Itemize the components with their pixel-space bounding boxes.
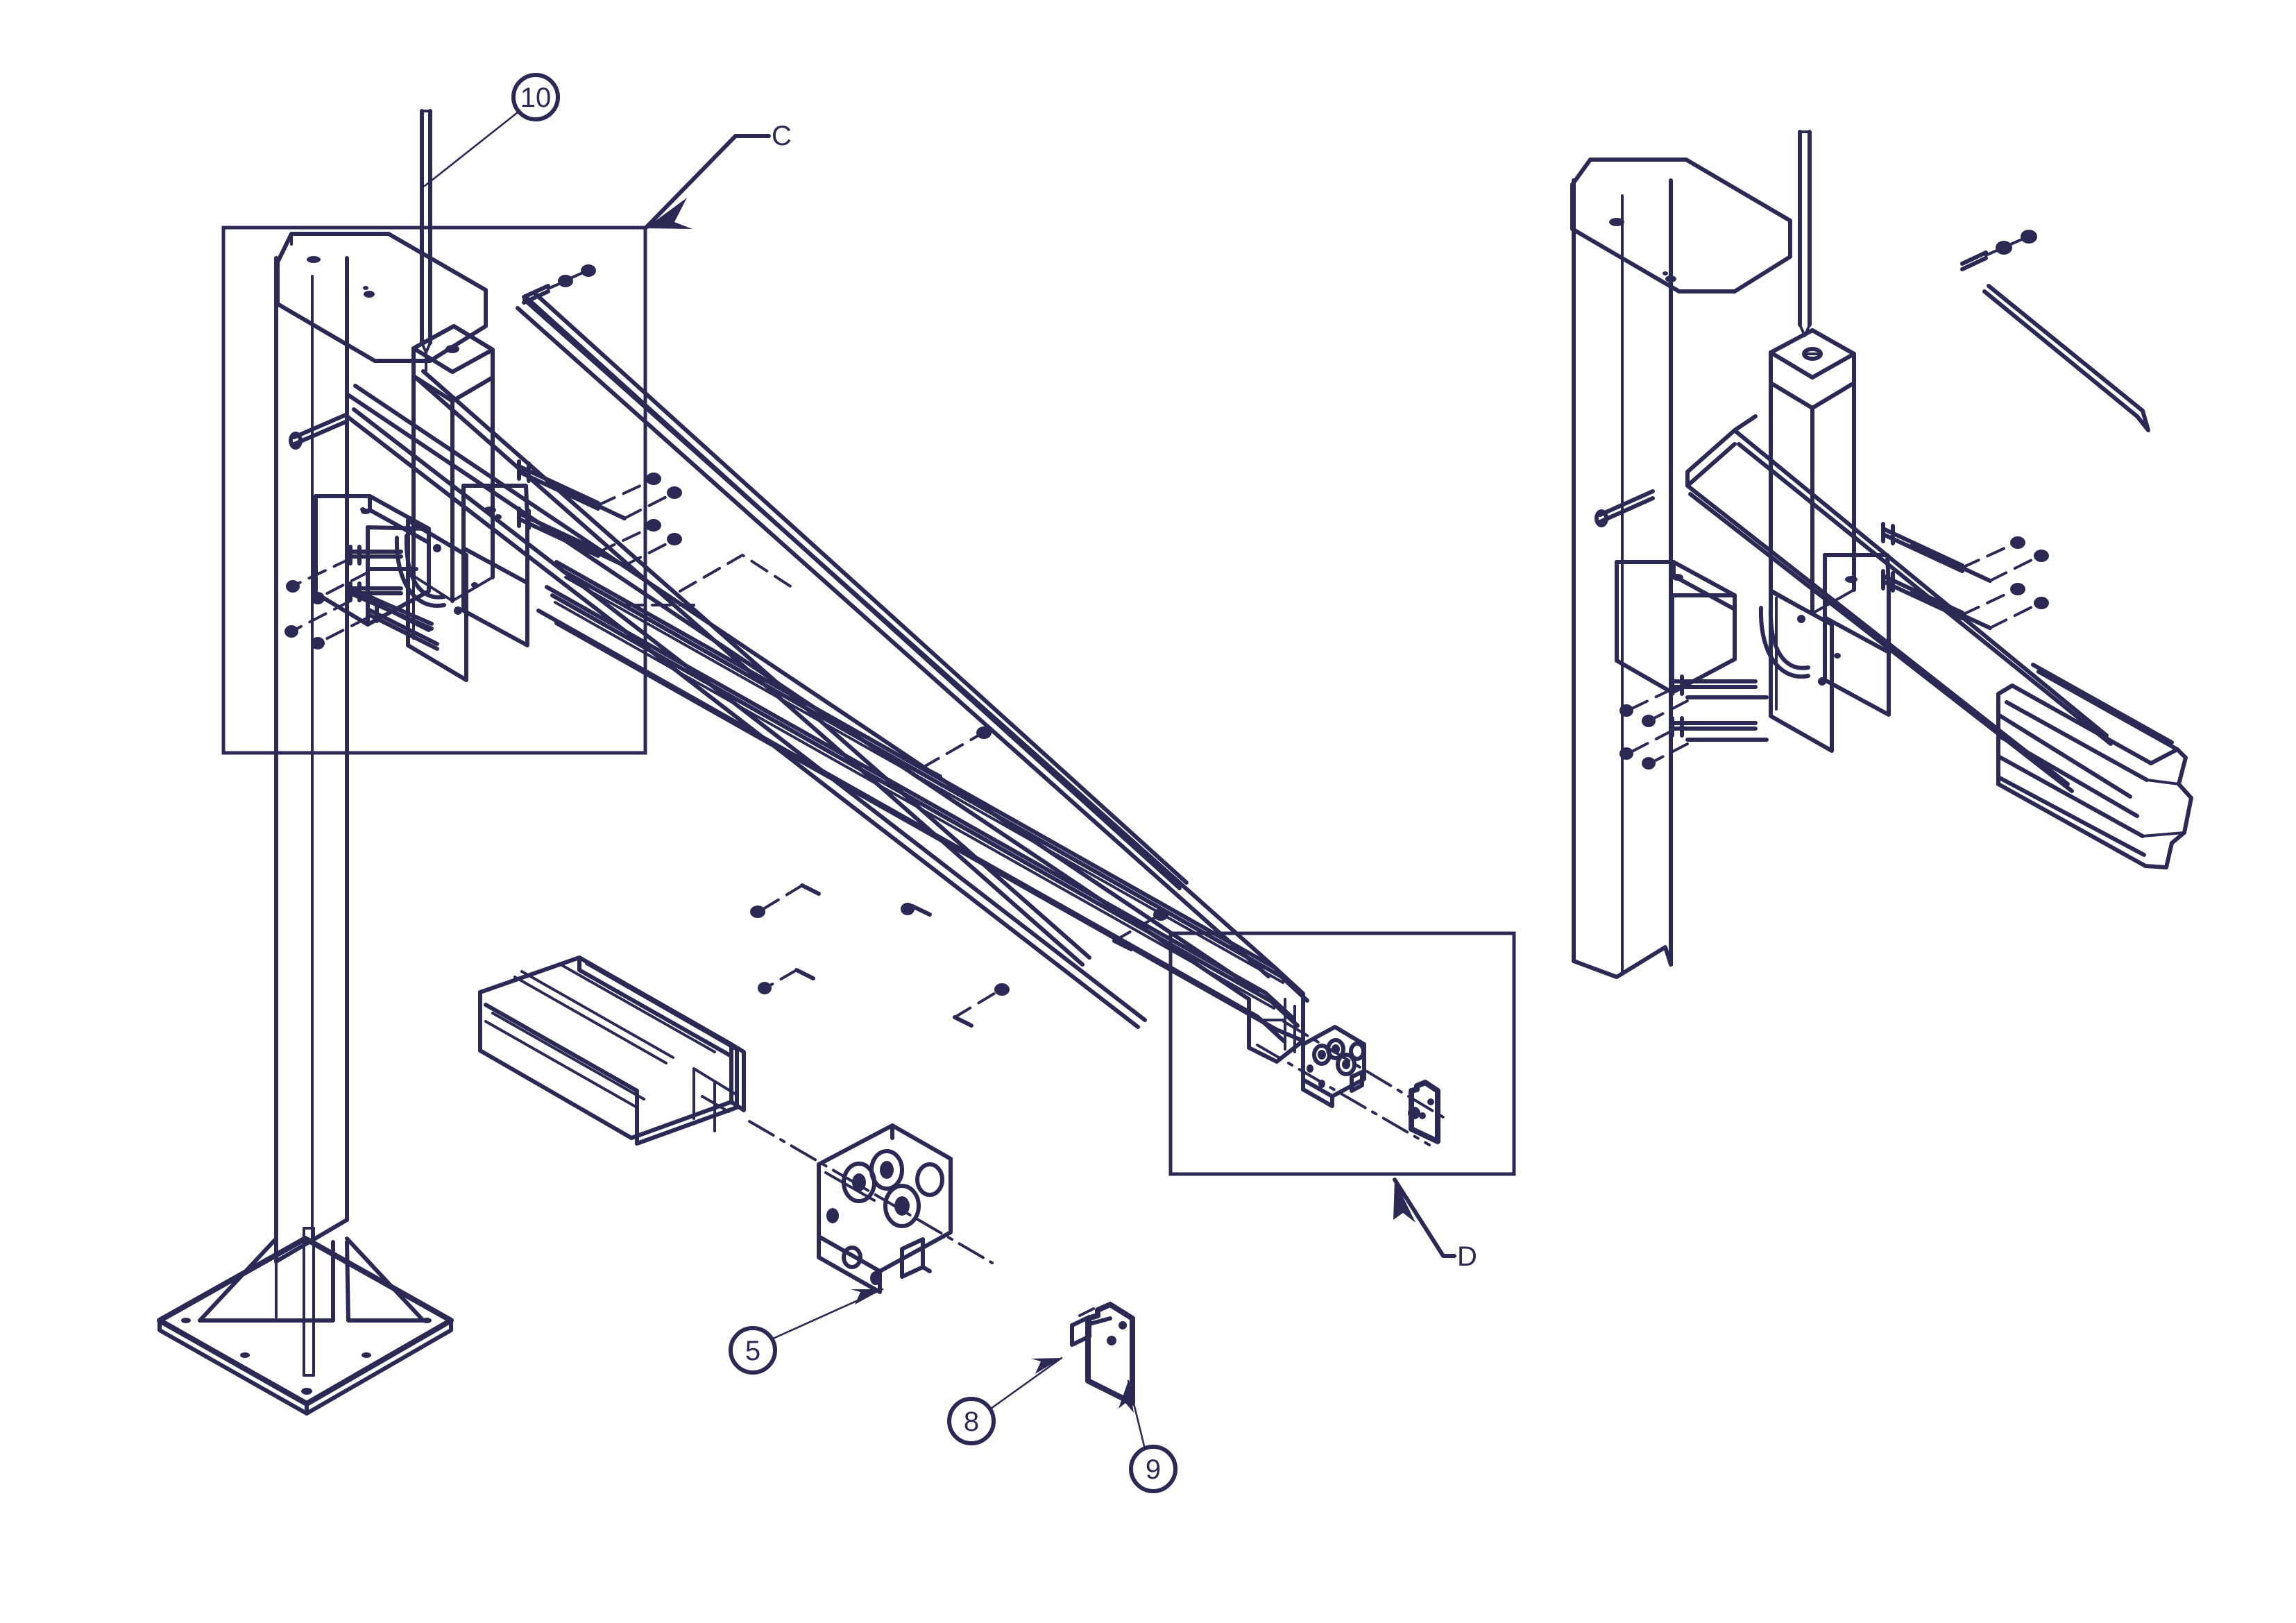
post-cap-right	[1769, 328, 1856, 410]
balloon-10-label: 10	[520, 83, 552, 113]
post-stub-right	[1769, 381, 1856, 615]
mount-plate-right	[1758, 589, 1834, 753]
detail-d-roller-block	[1301, 1025, 1366, 1108]
top-cap-plate-left	[275, 232, 488, 363]
diagonal-braces-right	[1685, 284, 2150, 793]
balloon-5[interactable]: 5	[729, 1288, 884, 1375]
extrusion-sample-5	[478, 955, 746, 1146]
top-cap-plate-right	[1570, 158, 1792, 294]
bolt-8	[1070, 1307, 1112, 1347]
end-plate-9	[1085, 1302, 1135, 1406]
roller-block-5	[817, 1123, 953, 1294]
detail-d-end-plate	[1408, 1080, 1440, 1144]
anchor-rod-right	[1798, 130, 1812, 337]
balloon-9-label: 9	[1146, 1454, 1161, 1485]
balloon-9[interactable]: 9	[1119, 1379, 1177, 1493]
detail-c-label: C	[772, 121, 792, 151]
square-post-right	[1572, 178, 1673, 979]
top-bolts-right	[1960, 230, 2037, 271]
through-bolts-left	[284, 545, 439, 651]
bracket-plate-right	[1615, 560, 1737, 695]
bracket-plate-left-upper	[314, 494, 431, 627]
detail-d-marker: D	[1393, 1178, 1477, 1272]
balloon-10[interactable]: 10	[423, 73, 560, 187]
balloon-8[interactable]: 8	[947, 1357, 1063, 1445]
detail-c-marker: C	[643, 121, 792, 230]
side-pin-right	[1595, 489, 1655, 527]
square-post-left	[274, 256, 349, 1264]
balloon-5-label: 5	[745, 1336, 760, 1366]
through-bolts-right-assembly-right	[1881, 522, 2049, 630]
through-bolts-right-assembly-left	[1619, 674, 1769, 770]
diagonal-boom	[345, 291, 1309, 1064]
anchor-rod-10	[420, 109, 432, 376]
detail-d-content	[1256, 1020, 1445, 1146]
base-plate-left	[157, 1227, 454, 1416]
top-bolt-left	[522, 264, 596, 305]
boom-section-line	[623, 554, 799, 606]
boom-bolts	[750, 726, 1168, 1028]
detail-d-label: D	[1457, 1241, 1477, 1272]
detail-c-box	[221, 226, 647, 755]
w-beam-guardrail	[1996, 663, 2193, 869]
balloon-8-label: 8	[964, 1407, 979, 1437]
side-pin-left	[289, 413, 348, 450]
assembly-centerline-lower	[748, 1120, 994, 1264]
detail-d-box	[1168, 931, 1516, 1176]
